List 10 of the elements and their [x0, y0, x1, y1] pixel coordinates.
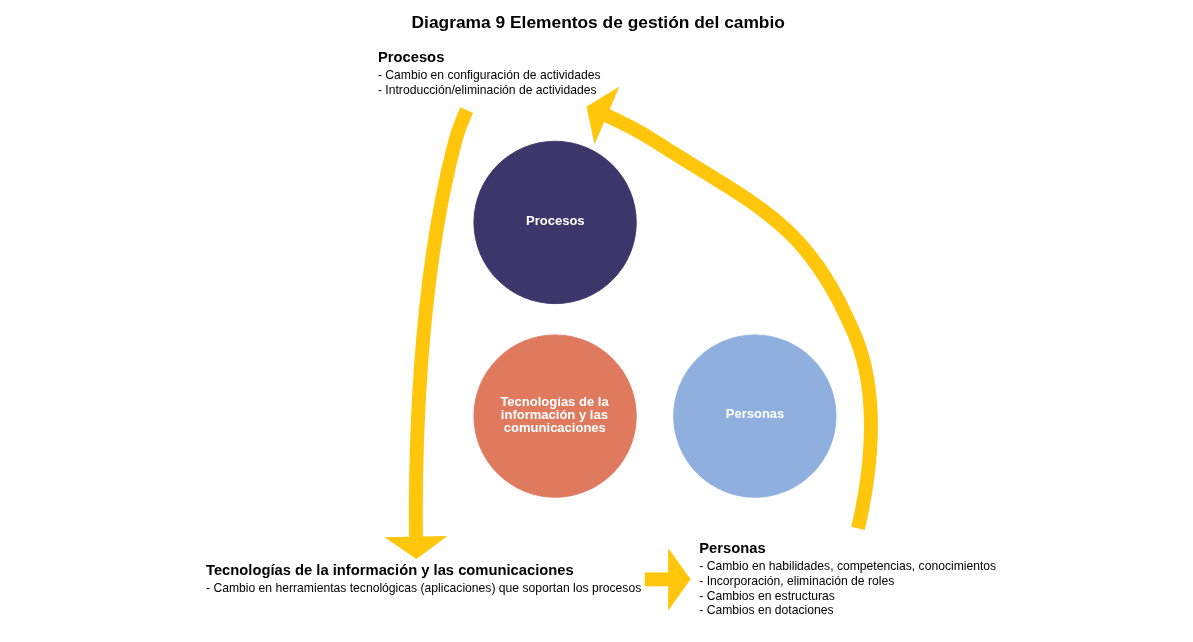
node-text: Procesos - Cambio en configuración de actividades - Introducción/eliminación de actividades [377, 49, 601, 98]
arrow [384, 107, 473, 560]
node-circle: Personas [672, 334, 836, 498]
arrow [585, 86, 878, 530]
diagram-title: Diagrama 9 Elementos de gestión del cambio [411, 12, 785, 33]
node-text: Personas - Cambio en habilidades, competencias, conocimientos - Incorporación, eliminación de roles - Cambios en estructuras - Cambios en dotaciones [698, 539, 996, 618]
node-text: Tecnologías de la información y las comunicaciones - Cambio en herramientas tecnológicas (aplicaciones) que soportan los procesos [205, 561, 641, 595]
arrow [644, 547, 691, 611]
node-circle: Tecnologías de la información y las comunicaciones [472, 334, 637, 498]
node-circle: Procesos [472, 140, 637, 305]
